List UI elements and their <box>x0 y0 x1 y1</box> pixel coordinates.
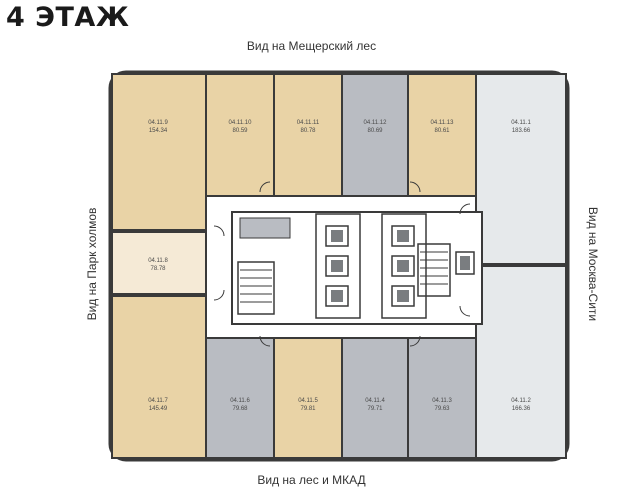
unit-area: 80.59 <box>232 128 248 134</box>
unit-04-11-7[interactable]: 04.11.7 145.49 <box>111 295 207 459</box>
units-layer: 04.11.9154.3404.11.1080.5904.11.1180.780… <box>111 73 567 459</box>
unit-shape[interactable] <box>273 337 343 459</box>
unit-number: 04.11.3 <box>432 398 452 404</box>
unit-number: 04.11.4 <box>365 398 385 404</box>
unit-shape[interactable] <box>341 337 409 459</box>
unit-04-11-3[interactable]: 04.11.3 79.63 <box>407 337 477 459</box>
unit-area: 145.49 <box>149 406 168 412</box>
elevator-group-left <box>325 225 349 307</box>
unit-04-11-1[interactable]: 04.11.1 183.66 <box>475 73 567 265</box>
unit-04-11-8[interactable]: 04.11.8 78.78 <box>111 231 207 295</box>
unit-04-11-11[interactable]: 04.11.11 80.78 <box>273 73 343 197</box>
unit-04-11-10[interactable]: 04.11.10 80.59 <box>205 73 275 197</box>
unit-shape[interactable] <box>407 337 477 459</box>
doors-layer <box>213 181 471 347</box>
unit-area: 183.66 <box>512 128 531 134</box>
unit-shape[interactable] <box>341 73 409 197</box>
unit-number: 04.11.8 <box>148 258 168 264</box>
unit-shape[interactable] <box>273 73 343 197</box>
unit-04-11-5[interactable]: 04.11.5 79.81 <box>273 337 343 459</box>
unit-number: 04.11.10 <box>229 120 253 126</box>
unit-number: 04.11.1 <box>511 120 531 126</box>
elevator-group-right <box>391 225 415 307</box>
unit-shape[interactable] <box>111 231 207 295</box>
unit-area: 80.61 <box>434 128 450 134</box>
unit-area: 166.36 <box>512 406 531 412</box>
unit-shape[interactable] <box>407 73 477 197</box>
floor-title: 4 ЭТАЖ <box>6 2 130 33</box>
unit-04-11-6[interactable]: 04.11.6 79.68 <box>205 337 275 459</box>
unit-area: 79.68 <box>232 406 248 412</box>
building-core <box>231 211 483 325</box>
unit-shape[interactable] <box>475 73 567 265</box>
stair-left <box>237 261 275 315</box>
unit-shape[interactable] <box>475 265 567 459</box>
view-label-top: Вид на Мещерский лес <box>246 39 377 53</box>
unit-number: 04.11.2 <box>511 398 531 404</box>
unit-area: 78.78 <box>150 266 166 272</box>
view-label-bottom: Вид на лес и МКАД <box>257 473 366 487</box>
unit-area: 80.78 <box>300 128 316 134</box>
unit-area: 154.34 <box>149 128 168 134</box>
unit-shape[interactable] <box>205 73 275 197</box>
unit-shape[interactable] <box>205 337 275 459</box>
unit-number: 04.11.11 <box>297 120 320 126</box>
unit-area: 79.63 <box>434 406 450 412</box>
unit-shape[interactable] <box>111 73 207 231</box>
unit-number: 04.11.6 <box>230 398 250 404</box>
service-lift <box>455 251 475 275</box>
stair-right <box>417 243 451 297</box>
unit-number: 04.11.13 <box>431 120 455 126</box>
unit-shape[interactable] <box>111 295 207 459</box>
unit-04-11-2[interactable]: 04.11.2 166.36 <box>475 265 567 459</box>
unit-04-11-13[interactable]: 04.11.13 80.61 <box>407 73 477 197</box>
unit-area: 79.81 <box>300 406 316 412</box>
unit-number: 04.11.5 <box>298 398 318 404</box>
unit-04-11-12[interactable]: 04.11.12 80.69 <box>341 73 409 197</box>
unit-number: 04.11.9 <box>148 120 168 126</box>
unit-number: 04.11.7 <box>148 398 168 404</box>
unit-area: 79.71 <box>367 406 383 412</box>
unit-area: 80.69 <box>367 128 383 134</box>
unit-04-11-9[interactable]: 04.11.9 154.34 <box>111 73 207 231</box>
unit-04-11-4[interactable]: 04.11.4 79.71 <box>341 337 409 459</box>
unit-number: 04.11.12 <box>364 120 388 126</box>
